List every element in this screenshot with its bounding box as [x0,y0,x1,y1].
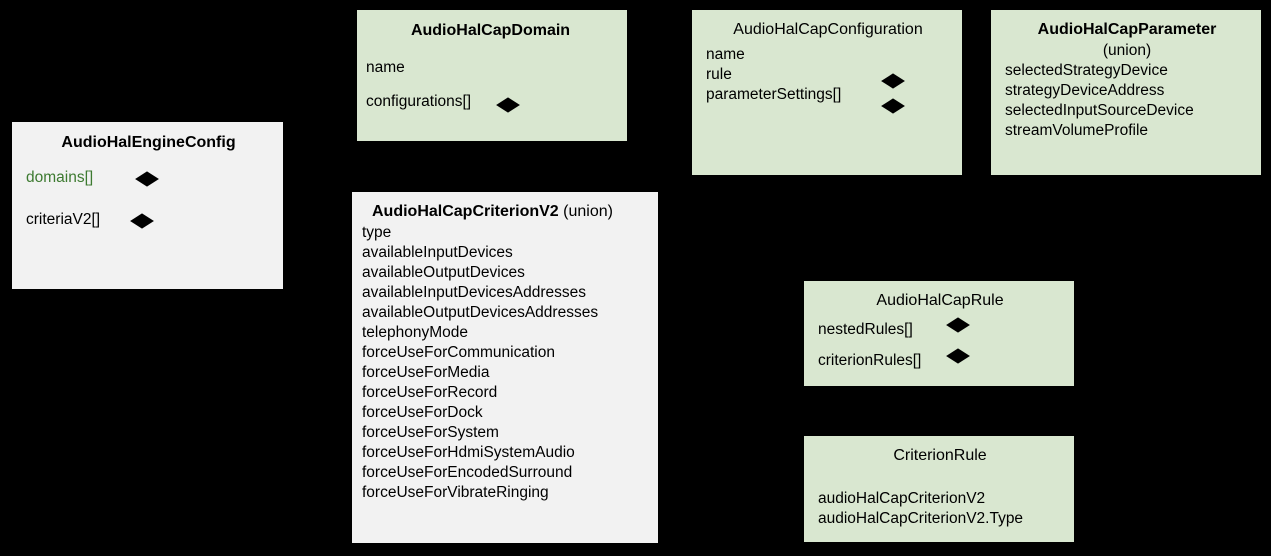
attribute-label: name [706,46,745,63]
attribute-availableoutputdevices: availableOutputDevices [362,264,525,281]
attribute-availableinputdevicesaddresses: availableInputDevicesAddresses [362,284,587,301]
attribute-label: strategyDeviceAddress [1005,82,1165,99]
class-box-audiohalcapcriterionv2: AudioHalCapCriterionV2 (union) type avai… [352,192,658,543]
class-box-audiohalcaprule: AudioHalCapRule nestedRules[] criterionR… [804,281,1074,386]
attribute-label: name [366,59,405,76]
attribute-type: type [362,224,392,241]
attribute-domains: domains[] [26,168,271,188]
attribute-label: selectedStrategyDevice [1005,62,1168,79]
attribute-label: parameterSettings[] [706,86,842,103]
attribute-forceuseforsystem: forceUseForSystem [362,424,499,441]
attribute-forceuseforhdmisystemaudio: forceUseForHdmiSystemAudio [362,444,575,461]
attribute-parametersettings: parameterSettings[] [706,85,950,105]
class-title: AudioHalCapCriterionV2 (union) [362,201,650,223]
attribute-label: selectedInputSourceDevice [1005,102,1194,119]
spacer [26,154,271,164]
attribute-label: configurations[] [366,93,472,110]
class-title-main: AudioHalCapCriterionV2 [372,203,559,220]
attribute-availableinputdevices: availableInputDevices [362,244,513,261]
class-box-audiohalengineconfig: AudioHalEngineConfig domains[] criteriaV… [12,122,283,289]
class-subtitle: (union) [1102,42,1152,59]
attribute-streamvolumeprofile: streamVolumeProfile [1005,121,1249,141]
class-title: CriterionRule [893,447,987,464]
attribute-configurations: configurations[] [366,92,615,112]
class-box-audiohalcapdomain: AudioHalCapDomain name configurations[] [357,10,627,141]
attribute-telephonymode: telephonyMode [362,324,468,341]
attribute-rule: rule [706,65,950,85]
spacer [818,340,1062,351]
attribute-label: domains[] [26,169,94,186]
class-box-audiohalcapparameter: AudioHalCapParameter (union) selectedStr… [991,10,1261,175]
attribute-audiohalcapcriterionv2: audioHalCapCriterionV2 [818,490,986,507]
attribute-forceuseforrecord: forceUseForRecord [362,384,498,401]
class-title: AudioHalEngineConfig [61,134,236,151]
attribute-criterionrules: criterionRules[] [818,351,1062,371]
attribute-forceusefordock: forceUseForDock [362,404,483,421]
attribute-label: criterionRules[] [818,352,922,369]
class-box-criterionrule: CriterionRule audioHalCapCriterionV2 aud… [804,436,1074,542]
attribute-label: streamVolumeProfile [1005,122,1149,139]
spacer [366,42,615,52]
attribute-selectedstrategydevice: selectedStrategyDevice [1005,61,1249,81]
class-title: AudioHalCapParameter [1037,21,1217,38]
attribute-selectedinputsourcedevice: selectedInputSourceDevice [1005,101,1249,121]
attribute-audiohalcapcriterionv2-type: audioHalCapCriterionV2.Type [818,510,1024,527]
attribute-name: name [706,45,950,65]
attribute-label: rule [706,66,732,83]
attribute-label: criteriaV2[] [26,211,101,228]
spacer [366,78,615,92]
spacer [818,467,1062,489]
attribute-forceuseforvibrateringing: forceUseForVibrateRinging [362,484,549,501]
attribute-forceuseformedia: forceUseForMedia [362,364,490,381]
attribute-strategydeviceaddress: strategyDeviceAddress [1005,81,1249,101]
attribute-label: nestedRules[] [818,321,913,338]
class-title-sub: (union) [558,203,613,220]
spacer [26,188,271,210]
class-box-audiohalcapconfiguration: AudioHalCapConfiguration name rule param… [692,10,962,175]
attribute-forceuseforcommunication: forceUseForCommunication [362,344,555,361]
attribute-availableoutputdevicesaddresses: availableOutputDevicesAddresses [362,304,599,321]
class-title: AudioHalCapDomain [410,22,571,39]
attribute-name: name [366,58,615,78]
attribute-nestedrules: nestedRules[] [818,320,1062,340]
attribute-forceuseforencodedsurround: forceUseForEncodedSurround [362,464,573,481]
class-title: AudioHalCapRule [876,292,1004,309]
attribute-criteriav2: criteriaV2[] [26,210,271,230]
class-title: AudioHalCapConfiguration [733,21,923,38]
